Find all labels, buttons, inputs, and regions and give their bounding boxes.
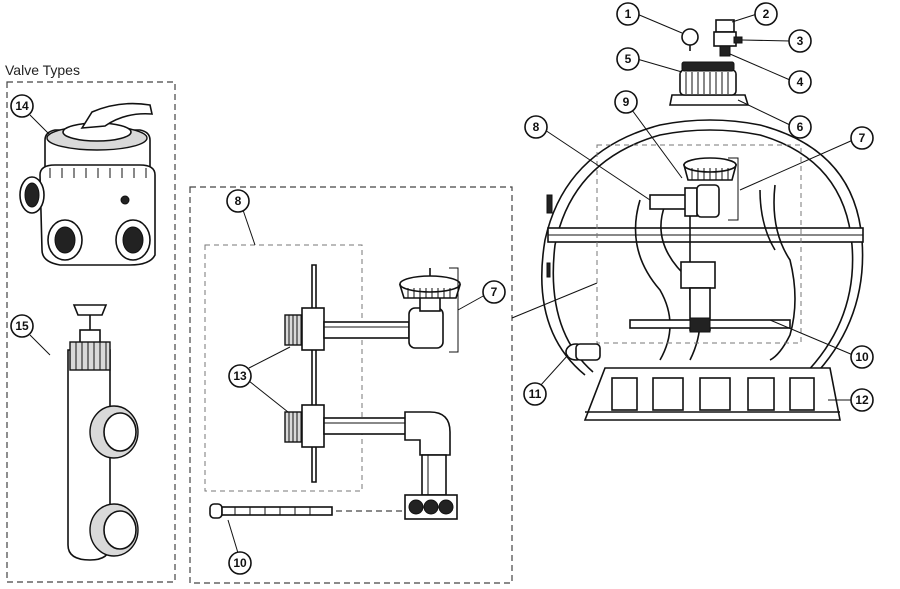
callout-14: 14 — [15, 99, 29, 113]
callout-6: 6 — [797, 120, 804, 134]
lid-illustration — [669, 61, 750, 106]
filter-tank-illustration — [541, 119, 864, 421]
callout-12: 12 — [855, 393, 869, 407]
callout-10-lateral: 10 — [233, 556, 247, 570]
callout-8-tank: 8 — [533, 120, 540, 134]
callout-14-circle — [10, 94, 34, 118]
valve-types-box — [6, 81, 176, 583]
callout-15-circle — [10, 314, 34, 338]
bulkhead-detail-box — [204, 244, 363, 492]
callout-3: 3 — [797, 34, 804, 48]
air-relief-valve-illustration — [713, 19, 743, 57]
upper-bulkhead-assembly — [284, 268, 462, 351]
callout-7-lateral: 7 — [491, 285, 498, 299]
callout-4: 4 — [797, 75, 804, 89]
callout-2: 2 — [763, 7, 770, 21]
callout-8-lateral: 8 — [235, 194, 242, 208]
callout-13: 13 — [233, 369, 247, 383]
lateral-detail-box — [189, 186, 513, 584]
lower-bulkhead-assembly — [284, 404, 458, 520]
callout-11: 11 — [529, 387, 542, 401]
callout-9: 9 — [623, 95, 630, 109]
lateral-illustration — [209, 503, 403, 519]
multiport-valve-illustration — [19, 102, 156, 266]
slide-valve-illustration — [67, 304, 139, 561]
callout-7-tank: 7 — [859, 131, 866, 145]
valve-types-title: Valve Types — [5, 62, 80, 78]
bulkhead-plate-illustration — [311, 264, 317, 483]
callout-1: 1 — [625, 7, 632, 21]
pressure-gauge-illustration — [681, 28, 699, 51]
tank-detail-box — [596, 144, 802, 344]
callout-5: 5 — [625, 52, 632, 66]
callout-10-tank: 10 — [855, 350, 869, 364]
callout-15: 15 — [15, 319, 29, 333]
